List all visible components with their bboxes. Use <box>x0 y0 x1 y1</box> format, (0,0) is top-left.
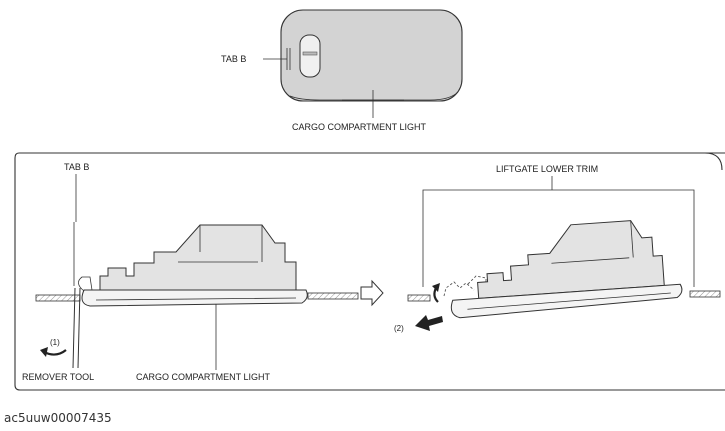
left-tab-b <box>78 276 93 292</box>
top-tab-b-label: TAB B <box>221 54 246 64</box>
left-tab-b-label: TAB B <box>64 162 89 172</box>
pull-arrow-2 <box>415 315 443 331</box>
step-1-label: (1) <box>50 338 60 347</box>
rotate-arrow-1 <box>43 349 67 356</box>
image-id: ac5uuw00007435 <box>4 411 112 425</box>
top-light-label: CARGO COMPARTMENT LIGHT <box>292 122 427 132</box>
liftgate-trim-bracket <box>422 189 695 287</box>
left-detail: TAB B (1) REMOVER TOOL CARGO COMPARTMENT… <box>22 162 359 382</box>
detail-frame <box>14 152 725 391</box>
transition-arrow <box>360 279 384 307</box>
left-trim-panel-left <box>35 294 81 302</box>
right-lamp-body <box>477 220 665 299</box>
step-2-label: (2) <box>394 324 404 333</box>
liftgate-trim-label: LIFTGATE LOWER TRIM <box>496 164 598 174</box>
right-trim-panel-right <box>689 290 721 298</box>
remover-tool <box>72 287 81 369</box>
tab-b-slot <box>299 34 321 78</box>
top-view: TAB B CARGO COMPARTMENT LIGHT <box>221 9 463 132</box>
left-light-label: CARGO COMPARTMENT LIGHT <box>136 372 271 382</box>
cargo-light-top-view <box>280 9 463 102</box>
remover-tool-label: REMOVER TOOL <box>22 372 94 382</box>
right-trim-panel-left <box>407 294 431 302</box>
left-lamp-body <box>99 224 297 291</box>
right-detail: LIFTGATE LOWER TRIM (2) <box>394 164 721 333</box>
left-lamp-lens <box>81 289 308 307</box>
left-trim-panel-right <box>307 292 359 300</box>
